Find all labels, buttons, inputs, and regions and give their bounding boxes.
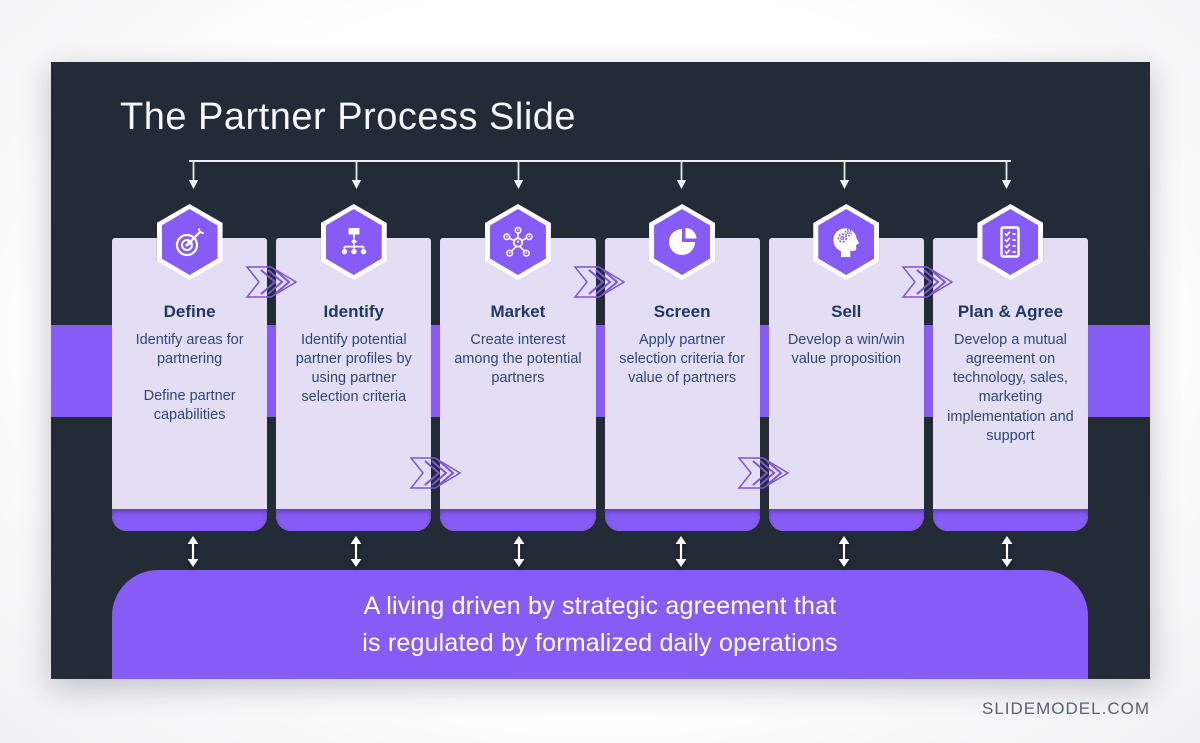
connector-arrows [112,160,1088,190]
step-footer-strip [276,509,432,531]
chevron-flow-icon [736,453,792,493]
down-arrow-icon [351,161,361,189]
step-title: Screen [653,302,711,321]
step-hexagon [484,204,551,280]
double-arrow-icon [513,536,525,567]
step-title: Market [490,302,546,321]
pie-chart-icon [664,224,700,260]
process-step-card: Market Create interest among the potenti… [440,204,596,531]
step-title: Sell [831,302,862,321]
chevron-flow-icon [572,262,628,302]
step-hexagon [649,204,716,280]
process-step-card: Sell Develop a win/win value proposition [768,204,924,531]
step-title: Identify [323,302,384,321]
summary-line-1: A living driven by strategic agreement t… [363,592,837,620]
step-footer-strip [440,509,596,531]
step-description: Develop a mutual agreement on technology… [947,332,1074,444]
double-arrow-icon [675,536,687,567]
summary-line-2: is regulated by formalized daily operati… [362,629,838,657]
chevron-flow-icon [573,266,626,298]
double-arrow-icon [350,536,362,567]
chevron-flow-icon [244,262,300,302]
step-hexagon [813,204,880,280]
down-arrow-icon [839,161,849,189]
chevron-flow-icon [900,262,956,302]
step-hexagon [156,204,223,280]
network-icon [500,224,536,260]
chevron-flow-icon [409,457,462,489]
step-description: Apply partner selection criteria for val… [619,332,745,387]
step-hexagon [320,204,387,280]
down-arrow-icon [188,161,199,189]
target-icon [172,224,208,260]
process-step-card: Screen Apply partner selection criteria … [604,204,760,531]
step-title: Define [163,302,216,321]
summary-box: A living driven by strategic agreement t… [112,570,1088,679]
step-footer-strip [112,509,268,531]
double-arrow-icon [1001,536,1013,567]
chevron-flow-icon [901,266,954,298]
step-hexagon [977,204,1044,280]
step-description: Develop a win/win value proposition [787,332,905,368]
org-chart-icon [336,224,372,260]
down-arrow-icon [513,161,524,189]
slide-title: The Partner Process Slide [120,96,577,138]
connector-line [189,160,1011,162]
chevron-flow-icon [408,453,464,493]
process-step-card: Plan & Agree Develop a mutual agreement … [932,204,1089,531]
watermark: SLIDEMODEL.COM [982,699,1150,718]
top-connector [112,160,1088,190]
step-footer-strip [932,509,1089,531]
head-gears-icon [828,224,864,260]
checklist-icon [992,224,1028,260]
down-arrow-icon [1001,161,1012,189]
step-footer-strip [768,509,924,531]
step-description: Create interest among the potential part… [454,332,582,387]
double-arrow-icon [187,536,199,567]
step-title: Plan & Agree [957,302,1064,321]
process-step-card: Identify Identify potential partner prof… [276,204,432,531]
down-arrow-icon [676,161,687,189]
flow-arrows [112,536,1088,568]
chevron-flow-icon [737,457,790,489]
step-description: Identify potential partner profiles by u… [295,332,412,406]
chevron-flow-icon [245,266,298,298]
slide-canvas: The Partner Process Slide Define Identif… [51,62,1150,679]
double-arrow-icon [838,536,850,567]
step-footer-strip [604,509,760,531]
